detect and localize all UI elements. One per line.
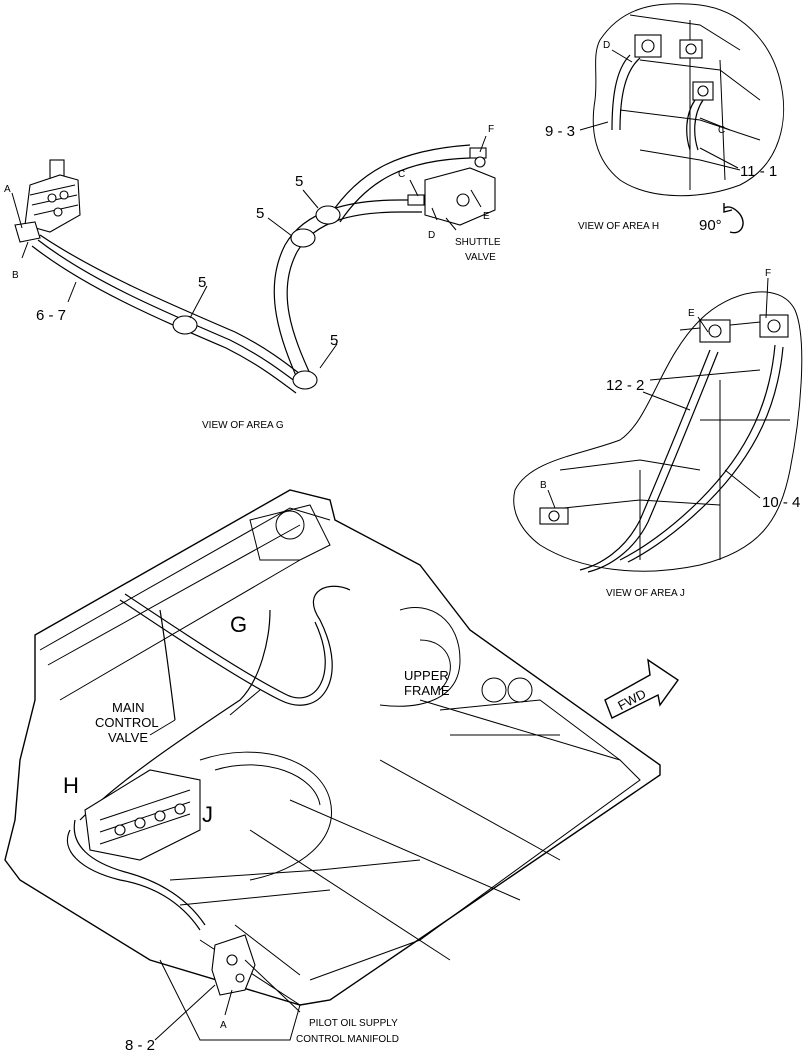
callout-e-g: E <box>483 211 490 222</box>
callout-9-3: 9 - 3 <box>545 123 575 140</box>
view-h-outline <box>592 3 785 197</box>
callout-5-b: 5 <box>256 205 264 222</box>
rotation-90: 90° <box>699 217 722 234</box>
control-valve-block-g <box>14 159 81 243</box>
fwd-arrow-icon: FWD <box>604 658 679 719</box>
mcv-label-3: VALVE <box>108 730 148 745</box>
view-area-j: E F B 12 - 2 10 - 4 VIEW OF AREA J <box>513 268 803 599</box>
callout-f-j: F <box>765 268 771 279</box>
callout-e-j: E <box>688 308 695 319</box>
callout-b-j: B <box>540 480 547 491</box>
caption-view-g: VIEW OF AREA G <box>202 420 284 431</box>
callout-b-g: B <box>12 270 19 281</box>
callout-11-1: 11 - 1 <box>740 163 777 180</box>
main-control-valve <box>84 769 201 861</box>
callout-a-main: A <box>220 1020 227 1031</box>
callout-6-7: 6 - 7 <box>36 307 66 324</box>
caption-view-j: VIEW OF AREA J <box>606 588 685 599</box>
callout-5-a: 5 <box>295 173 303 190</box>
mcv-label-1: MAIN <box>112 700 145 715</box>
pilot-oil-supply-manifold <box>211 934 256 996</box>
pilot-manifold-label-1: PILOT OIL SUPPLY <box>309 1018 398 1029</box>
hose-loop-g <box>273 199 420 386</box>
pilot-manifold-label-2: CONTROL MANIFOLD <box>296 1034 399 1045</box>
area-j-label: J <box>202 802 213 827</box>
mcv-label-2: CONTROL <box>95 715 159 730</box>
fwd-label: FWD <box>615 686 648 713</box>
shuttle-valve <box>407 147 496 226</box>
callout-c-g: C <box>398 169 405 180</box>
area-g-label: G <box>230 612 247 637</box>
shuttle-valve-label-1: SHUTTLE <box>455 237 501 248</box>
shuttle-valve-label-2: VALVE <box>465 252 496 263</box>
upper-frame-label-1: UPPER <box>404 668 449 683</box>
hose-6-7 <box>37 239 301 386</box>
callout-5-d: 5 <box>330 332 338 349</box>
upper-frame-assembly: G H J UPPER FRAME MAIN CONTROL VALVE FWD… <box>4 489 679 1054</box>
view-j-outline <box>513 291 803 572</box>
area-h-label: H <box>63 773 79 798</box>
view-area-h: D C 9 - 3 11 - 1 VIEW OF AREA H 90° <box>545 3 785 234</box>
callout-10-4: 10 - 4 <box>762 494 800 511</box>
callout-d-g: D <box>428 230 435 241</box>
callout-12-2: 12 - 2 <box>606 377 644 394</box>
callout-5-c: 5 <box>198 274 206 291</box>
upper-frame-label-2: FRAME <box>404 683 450 698</box>
rotation-arrow-icon <box>723 206 744 234</box>
callout-a-g: A <box>4 184 11 195</box>
callout-8-2: 8 - 2 <box>125 1037 155 1054</box>
view-area-g: A B C D E F 5 5 5 5 6 - 7 SHUTTLE VALVE … <box>4 124 501 431</box>
caption-view-h: VIEW OF AREA H <box>578 221 659 232</box>
callout-c-h: C <box>718 125 725 136</box>
callout-f-g: F <box>488 124 494 135</box>
callout-d-h: D <box>603 40 610 51</box>
